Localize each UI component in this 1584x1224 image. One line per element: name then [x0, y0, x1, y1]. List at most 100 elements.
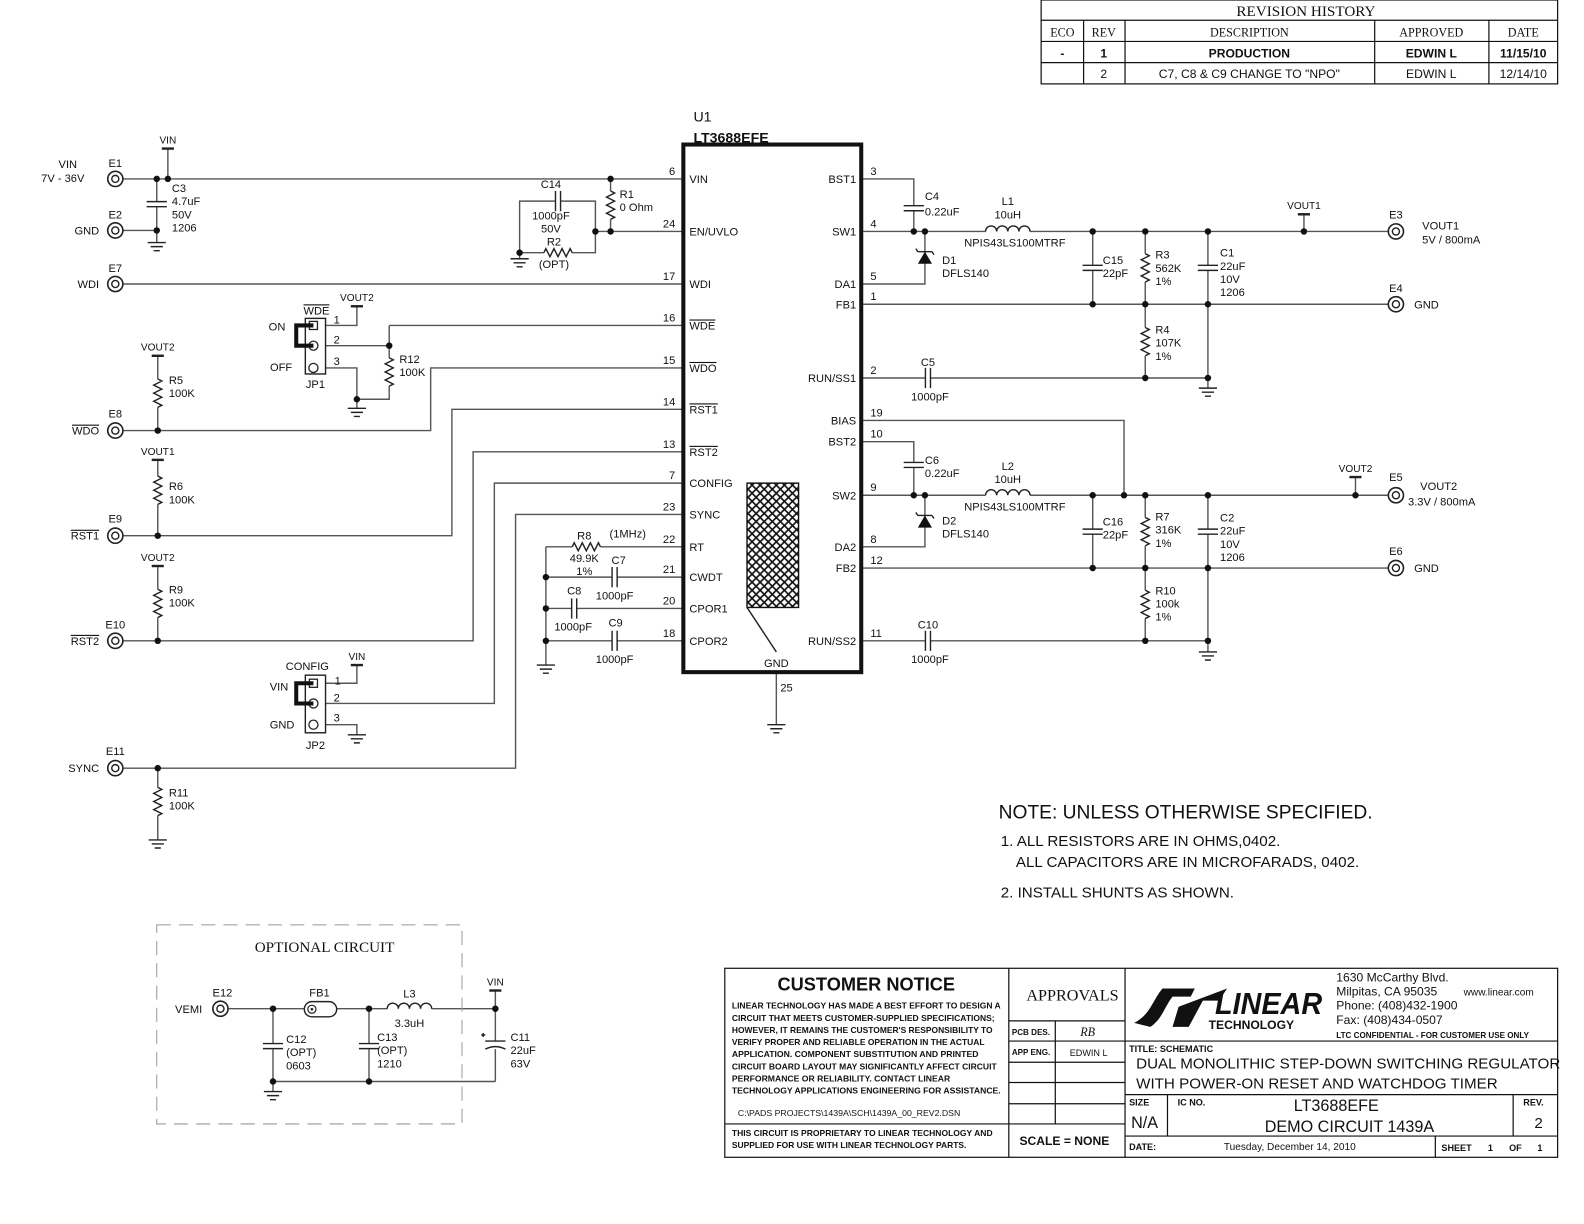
parts-c1-1-label: 22uF: [1220, 261, 1246, 273]
parts-r2-0-label: R2: [547, 237, 561, 249]
parts-c5-0-label: C5: [921, 357, 935, 369]
revision-history-headers-1-label: REV: [1092, 25, 1116, 39]
parts-r8-1-label: 49.9K: [570, 553, 600, 565]
parts-jp2-0-label: JP2: [306, 740, 325, 752]
ground-icon: [347, 407, 367, 418]
parts-c15-1-label: 22pF: [1103, 268, 1129, 280]
revision-history-headers-3-label: APPROVED: [1399, 25, 1463, 39]
parts-r10-0-label: R10: [1155, 585, 1175, 597]
parts-c11-0-label: C11: [511, 1032, 531, 1044]
parts-c6-1-label: 0.22uF: [925, 468, 960, 480]
parts-c11-2-label: 63V: [511, 1058, 531, 1070]
connectors-e6-ref-label: E6: [1389, 546, 1403, 558]
ic-right-pins-9-num-label: 12: [870, 555, 882, 567]
parts-l3-1-label: 3.3uH: [395, 1018, 425, 1030]
junction-dot: [365, 1005, 373, 1012]
title-block-approvals-rows-0-1-label: RB: [1079, 1025, 1095, 1039]
ground-icon: [147, 839, 168, 849]
parts-c4-0-label: C4: [925, 191, 939, 203]
connector-e6-icon: [1387, 559, 1405, 577]
parts-c1-3-label: 1206: [1220, 287, 1245, 299]
junction-dot: [1204, 492, 1212, 499]
revision-history-table: [1040, 0, 1559, 85]
parts-r6-1-label: 100K: [169, 494, 196, 506]
ferrite-bead-fb1-icon: [303, 1000, 338, 1018]
junction-dot: [607, 228, 614, 235]
ic-left-pins-2-name-label: WDI: [689, 279, 711, 291]
revision-history-headers-4-label: DATE: [1508, 25, 1539, 39]
notes-lines-1-label: ALL CAPACITORS ARE IN MICROFARADS, 0402.: [1016, 854, 1359, 871]
parts-r11-0-label: R11: [169, 787, 189, 799]
ic-left-pins-9-num-label: 22: [663, 534, 675, 546]
parts-c12-0-label: C12: [286, 1034, 306, 1046]
parts-c7-0-label: C7: [612, 555, 626, 567]
ground-icon: [766, 723, 787, 734]
title-block-ic-no-label-label: IC NO.: [1178, 1098, 1206, 1108]
resistor-r6-icon: [150, 475, 165, 506]
ic-gnd-pin-num-label: 25: [780, 682, 792, 694]
ic-part-label: LT3688EFE: [693, 130, 768, 146]
title-block-size-label: N/A: [1131, 1114, 1158, 1132]
junction-dot: [1352, 492, 1359, 499]
ic-left-pins-9-name-label: RT: [689, 542, 704, 554]
parts-l1-0-label: L1: [1002, 196, 1014, 208]
revision-history-rows-0-3-label: EDWIN L: [1406, 47, 1458, 61]
connectors-e4-ref-label: E4: [1389, 283, 1403, 295]
connectors-e12-label-label: VEMI: [175, 1004, 202, 1016]
parts-c4-1-label: 0.22uF: [925, 206, 960, 218]
title-block-date-label: Tuesday, December 14, 2010: [1224, 1142, 1356, 1153]
title-block-title-label-label: TITLE: SCHEMATIC: [1129, 1044, 1213, 1054]
ic-left-pins-11-name-label: CPOR1: [689, 604, 727, 616]
ic-right-pins-4-num-label: 2: [870, 365, 876, 377]
parts-d1-0-label: D1: [942, 255, 956, 267]
ic-right-pins-0-num-label: 3: [870, 166, 876, 178]
parts-c10-0-label: C10: [918, 620, 938, 632]
optional-circuit-title-label: OPTIONAL CIRCUIT: [255, 939, 395, 956]
ic-right-pins-10-num-label: 11: [870, 628, 882, 640]
title-block-customer-notice-body-1-label: CIRCUIT THAT MEETS CUSTOMER-SUPPLIED SPE…: [732, 1014, 995, 1023]
ic-left-pins-12-num-label: 18: [663, 628, 675, 640]
ic-left-pins-8-num-label: 23: [663, 501, 675, 513]
power-flags-vin-top-label: VIN: [159, 136, 176, 147]
capacitor-c5-icon: [924, 366, 932, 390]
revision-history-rows-1-2-label: C7, C8 & C9 CHANGE TO "NPO": [1159, 67, 1340, 81]
parts-jp1-1-label: WDE: [303, 305, 329, 317]
title-block-date-label-label: DATE:: [1129, 1142, 1156, 1152]
ic-left-pins-0-num-label: 6: [669, 166, 675, 178]
parts-c16-1-label: 22pF: [1103, 530, 1129, 542]
title-block-customer-notice-body-3-label: VERIFY PROPER AND RELIABLE OPERATION IN …: [732, 1038, 985, 1047]
title-block-sheet-label-label: SHEET: [1441, 1143, 1472, 1153]
connector-e8-icon: [106, 422, 124, 439]
ic-left-pins-4-name-label: WDO: [689, 363, 717, 375]
junction-dot: [1204, 637, 1212, 645]
junction-dot: [607, 175, 614, 183]
linear-technology-logo: LINEAR: [1134, 988, 1322, 1027]
title-block-of-label-label: OF: [1509, 1143, 1522, 1153]
junction-dot: [1204, 374, 1212, 382]
resistor-r10-icon: [1138, 589, 1153, 620]
resistor-r5-icon: [150, 378, 165, 409]
revision-history-headers-2-label: DESCRIPTION: [1210, 25, 1289, 39]
connectors-e3-sub-label: 5V / 800mA: [1422, 235, 1481, 247]
connectors-e3-ref-label: E3: [1389, 209, 1403, 221]
exposed-pad-gnd-link: [746, 607, 777, 653]
connectors-e5-sub-label: 3.3V / 800mA: [1408, 496, 1476, 508]
shunt-icon: [294, 681, 314, 706]
parts-fb1-0-label: FB1: [309, 988, 329, 1000]
parts-l2-2-label: NPIS43LS100MTRF: [964, 501, 1065, 513]
junction-dot: [353, 396, 361, 403]
parts-c2-3-label: 1206: [1220, 552, 1245, 564]
parts-c2-0-label: C2: [1220, 513, 1234, 525]
parts-r1-0-label: R1: [620, 189, 634, 201]
capacitor-c16-icon: [1080, 528, 1105, 535]
parts-r12-1-label: 100K: [399, 367, 426, 379]
parts-jp1-4-label: 1: [334, 314, 340, 326]
parts-l1-1-label: 10uH: [995, 209, 1022, 221]
title-block-customer-notice-title-label: CUSTOMER NOTICE: [778, 975, 956, 995]
parts-jp1-2-label: ON: [269, 322, 286, 334]
title-block-customer-notice-file-path-label: C:\PADS PROJECTS\1439A\SCH\1439A_00_REV2…: [738, 1109, 961, 1118]
title-block-approvals-rows-1-0-label: APP ENG.: [1012, 1048, 1050, 1057]
junction-dot: [164, 175, 172, 183]
title-block-company-web-label: www.linear.com: [1463, 988, 1534, 999]
